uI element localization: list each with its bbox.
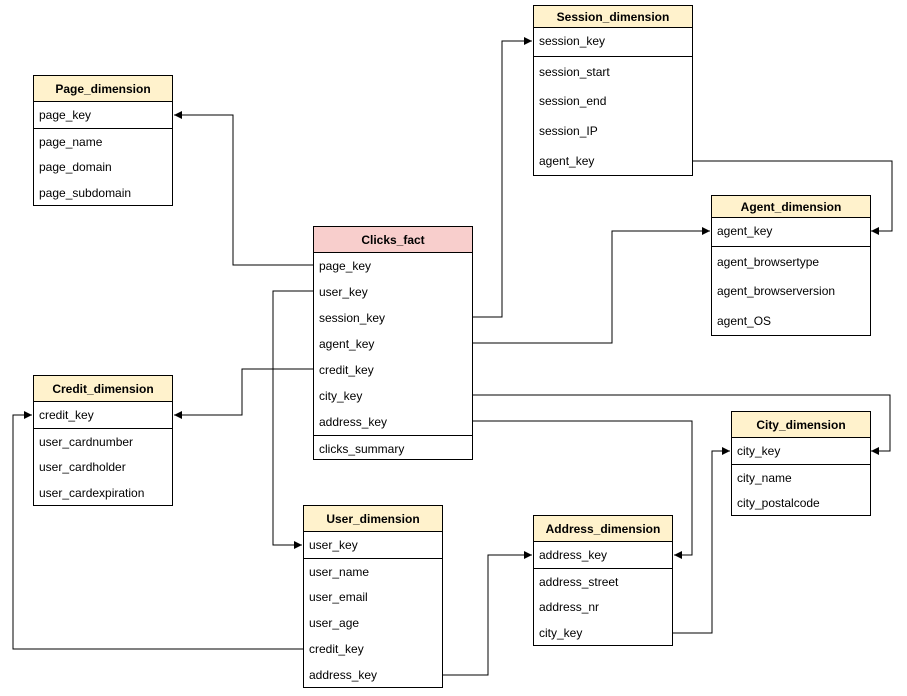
field-city-name: city_name: [732, 464, 870, 490]
field-city-key: city_key: [737, 444, 781, 458]
field-agent-browsertype: agent_browsertype: [712, 246, 870, 276]
agent-dimension-table[interactable]: Agent_dimension agent_key agent_browsert…: [711, 195, 871, 336]
credit-dimension-title: Credit_dimension: [34, 376, 172, 402]
session-dimension-title: Session_dimension: [534, 6, 692, 28]
user-dimension-title: User_dimension: [304, 506, 442, 532]
link-address-city: [673, 447, 730, 634]
page-dimension-table[interactable]: Page_dimension page_key page_name page_d…: [33, 75, 173, 206]
field-address-city-key: city_key: [539, 626, 583, 640]
field-clicks-page-key: page_key: [319, 259, 372, 273]
field-agent-key: agent_key: [717, 224, 773, 238]
field-page-domain: page_domain: [39, 160, 112, 174]
clicks-fact-table[interactable]: Clicks_fact page_key user_key session_ke…: [313, 226, 473, 460]
field-credit-cardnumber: user_cardnumber: [34, 428, 172, 454]
field-user-credit-key: credit_key: [309, 642, 364, 656]
field-clicks-city-key: city_key: [319, 389, 363, 403]
field-session-end: session_end: [539, 94, 607, 108]
link-clicks-session: [473, 37, 532, 318]
field-clicks-session-key: session_key: [319, 311, 386, 325]
link-user-address: [443, 551, 532, 676]
field-user-email: user_email: [309, 590, 368, 604]
field-credit-key: credit_key: [39, 408, 94, 422]
address-dimension-title: Address_dimension: [534, 516, 672, 542]
field-page-key: page_key: [39, 108, 92, 122]
field-session-start: session_start: [534, 56, 692, 86]
field-page-name: page_name: [34, 128, 172, 154]
field-clicks-user-key: user_key: [319, 285, 368, 299]
field-clicks-agent-key: agent_key: [319, 337, 375, 351]
field-user-address-key: address_key: [309, 668, 378, 682]
link-clicks-credit: [174, 368, 313, 419]
link-clicks-agent: [473, 227, 710, 344]
field-city-postalcode: city_postalcode: [737, 496, 820, 510]
user-dimension-table[interactable]: User_dimension user_key user_name user_e…: [303, 505, 443, 688]
city-dimension-title: City_dimension: [732, 412, 870, 438]
field-user-name: user_name: [304, 558, 442, 584]
page-dimension-title: Page_dimension: [34, 76, 172, 102]
field-address-nr: address_nr: [539, 600, 600, 614]
link-clicks-page: [174, 111, 313, 266]
city-dimension-table[interactable]: City_dimension city_key city_name city_p…: [731, 411, 871, 516]
field-clicks-credit-key: credit_key: [319, 363, 374, 377]
field-user-age: user_age: [309, 616, 360, 630]
field-clicks-summary: clicks_summary: [314, 435, 472, 461]
session-dimension-table[interactable]: Session_dimension session_key session_st…: [533, 5, 693, 176]
field-page-subdomain: page_subdomain: [39, 186, 132, 200]
field-credit-cardexpiration: user_cardexpiration: [39, 486, 145, 500]
field-session-agent-key: agent_key: [539, 154, 595, 168]
field-user-key: user_key: [309, 538, 358, 552]
field-agent-browserversion: agent_browserversion: [717, 284, 836, 298]
agent-dimension-title: Agent_dimension: [712, 196, 870, 218]
field-address-key: address_key: [539, 548, 608, 562]
field-credit-cardholder: user_cardholder: [39, 460, 126, 474]
field-session-key: session_key: [539, 34, 606, 48]
field-agent-os: agent_OS: [717, 314, 772, 328]
clicks-fact-title: Clicks_fact: [314, 227, 472, 253]
address-dimension-table[interactable]: Address_dimension address_key address_st…: [533, 515, 673, 646]
field-address-street: address_street: [534, 568, 672, 594]
field-clicks-address-key: address_key: [319, 415, 388, 429]
credit-dimension-table[interactable]: Credit_dimension credit_key user_cardnum…: [33, 375, 173, 506]
field-session-ip: session_IP: [539, 124, 598, 138]
